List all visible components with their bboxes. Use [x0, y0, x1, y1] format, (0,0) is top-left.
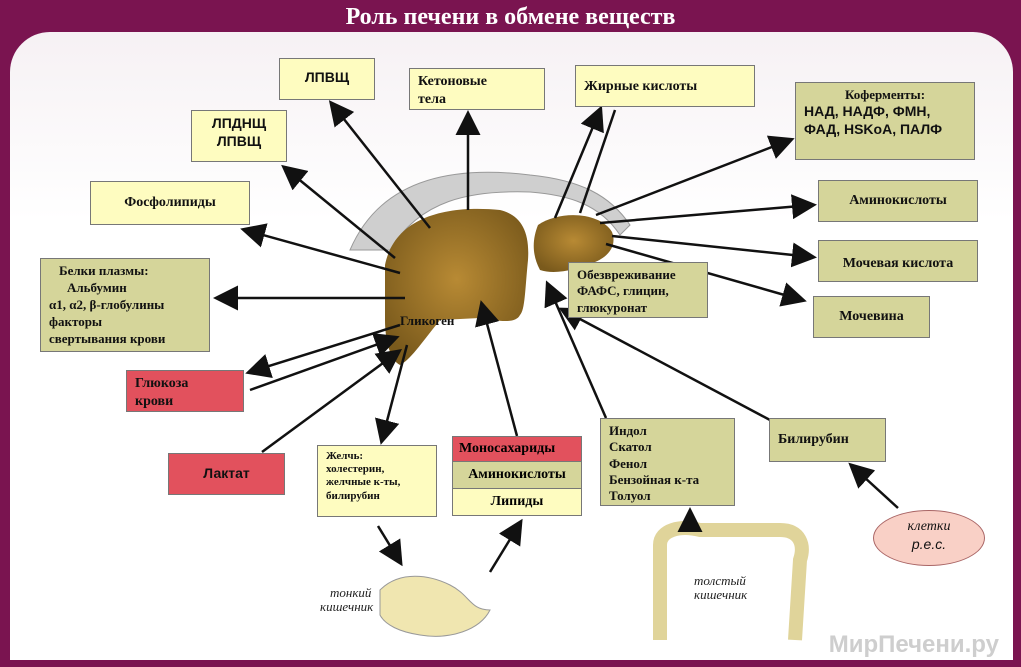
liver [385, 208, 529, 365]
box-monosaccharides: Моносахариды [453, 437, 581, 462]
liver-right-lobe [533, 215, 614, 273]
box-plasma-proteins: Белки плазмы: Альбумин α1, α2, β-глобули… [40, 258, 210, 352]
box-lactate: Лактат [168, 453, 285, 495]
watermark: МирПечени.ру [828, 631, 999, 658]
box-urea: Мочевина [813, 296, 930, 338]
page-title: Роль печени в обмене веществ [345, 4, 676, 30]
box-lpvsch: ЛПВЩ [279, 58, 375, 100]
box-phospholipids: Фосфолипиды [90, 181, 250, 225]
box-intake-group: Моносахариды Аминокислоты Липиды [452, 436, 582, 516]
box-fatty-acids: Жирные кислоты [575, 65, 755, 107]
box-amino-acids-out: Аминокислоты [818, 180, 978, 222]
liver-membrane [349, 171, 631, 251]
small-intestine [379, 575, 491, 637]
box-coenzymes: Коферменты: НАД, НАДФ, ФМН, ФАД, HSKoA, … [795, 82, 975, 160]
glycogen-label: Гликоген [400, 313, 455, 328]
box-bile: Желчь:холестерин,желчные к-ты,билирубин [317, 445, 437, 517]
box-bilirubin: Билирубин [769, 418, 886, 462]
box-amino-acids-in: Аминокислоты [453, 462, 581, 489]
res-cells: клетки р.е.с. [873, 510, 985, 566]
large-intestine [653, 521, 809, 641]
box-uric-acid: Мочевая кислота [818, 240, 978, 282]
box-lipids: Липиды [453, 489, 581, 515]
